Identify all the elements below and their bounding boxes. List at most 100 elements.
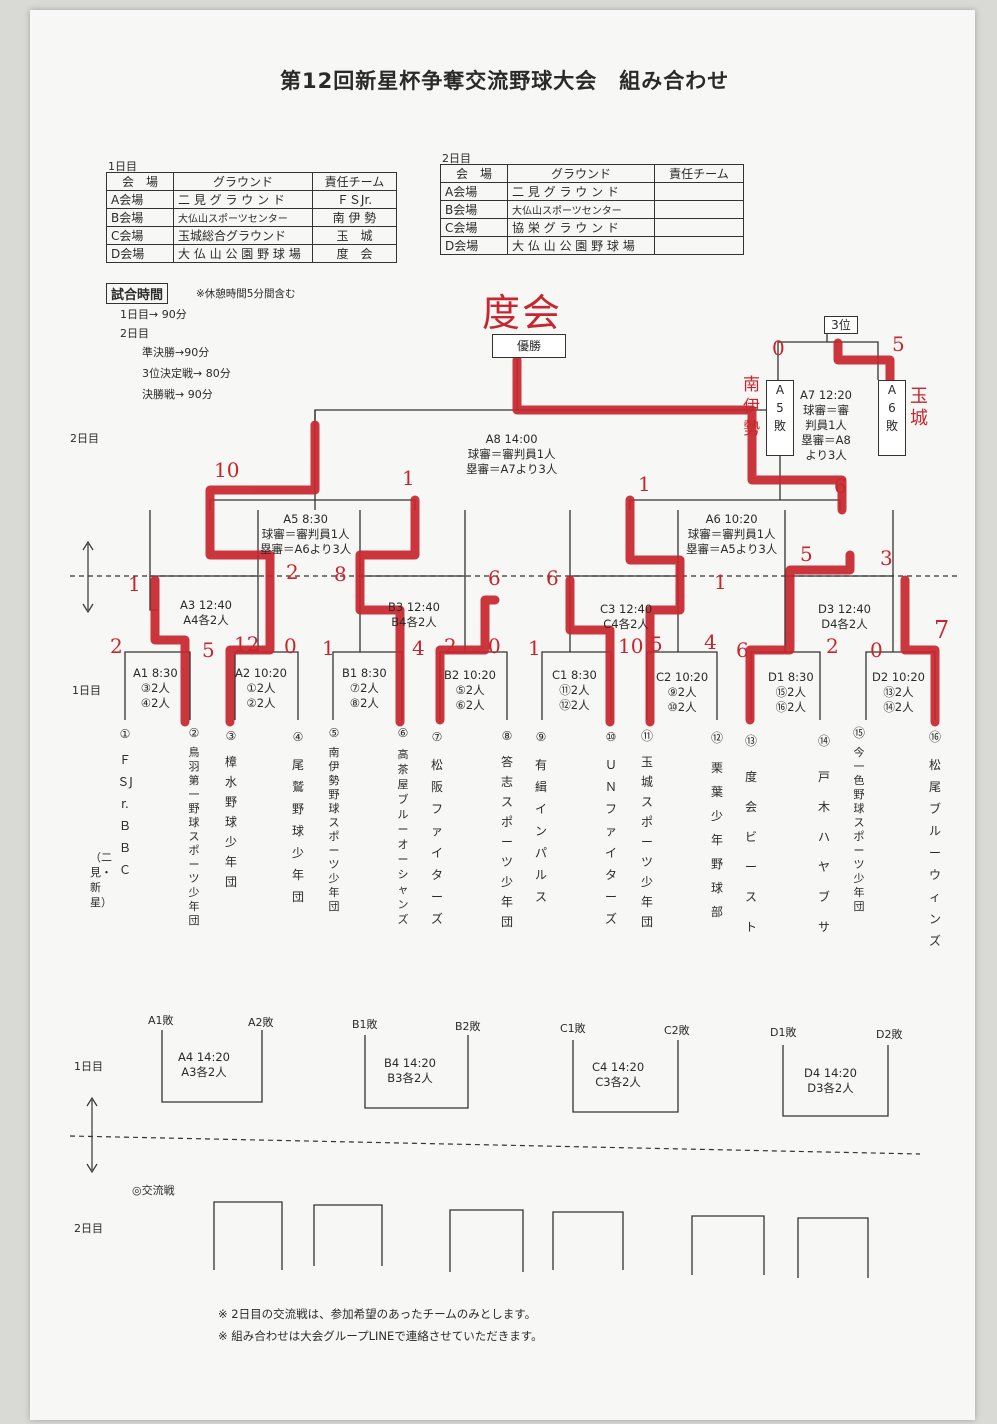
handwritten-score: 6: [834, 474, 847, 498]
handwritten-score: 6: [488, 566, 501, 590]
match-line: ①2人: [246, 681, 276, 695]
header-cell: 会 場: [440, 164, 508, 183]
handwritten-score: 1: [322, 636, 335, 660]
team-entry: ⑤ 南伊勢野球スポーツ少年団: [325, 726, 343, 914]
team-number: ⑧: [501, 729, 513, 743]
day-label: 1日目: [72, 684, 101, 697]
team-number: ⑮: [852, 726, 865, 740]
game-time-line: 1日目→ 90分: [120, 308, 187, 321]
match-line: A6 10:20: [705, 512, 758, 526]
team-entry: ⑪ 玉城スポーツ少年団: [638, 726, 656, 932]
header-cell: グラウンド: [507, 164, 655, 183]
handwritten-score: 4: [704, 630, 717, 654]
note-line: ※ 2日目の交流戦は、参加希望のあったチームのみとします。: [218, 1307, 537, 1321]
team-name: 尾鷲野球少年団: [291, 758, 304, 904]
team-entry: ③ 樟水野球少年団: [222, 726, 240, 892]
match-line: C1 8:30: [552, 668, 597, 682]
winner-marker-lines: [150, 338, 940, 727]
match-line: ④2人: [140, 696, 170, 710]
page-title: 第12回新星杯争奪交流野球大会 組み合わせ: [280, 69, 730, 93]
table-cell: A会場: [106, 190, 174, 209]
consolation-left-label: D1敗: [770, 1026, 797, 1039]
team-name: 答志スポーツ少年団: [500, 755, 513, 929]
handwritten-score: 0: [488, 634, 501, 658]
a7-right-slot: A 6 敗: [878, 380, 906, 456]
match-b1: B1 8:30 ⑦2人 ⑧2人: [342, 666, 387, 711]
team-number: ④: [292, 730, 304, 744]
match-line: D3 12:40: [818, 602, 871, 616]
handwritten-score: 7: [934, 616, 950, 644]
team-number: ⑫: [710, 731, 723, 745]
game-time-line: 準決勝→90分: [142, 346, 210, 359]
match-line: C3 12:40: [600, 602, 653, 616]
match-line: A3各2人: [181, 1065, 227, 1079]
team-entry: ⑮ 今一色野球スポーツ少年団: [850, 726, 868, 914]
team-number: ⑭: [817, 734, 830, 748]
handwritten-score: 3: [880, 546, 893, 570]
match-line: 塁審＝A5より3人: [686, 542, 778, 556]
team-number: ⑦: [431, 730, 443, 744]
table-cell: 二 見 グ ラ ウ ン ド: [173, 190, 313, 209]
handwritten-a7-left: 南伊勢: [743, 375, 760, 439]
consolation-right-label: A2敗: [248, 1016, 274, 1029]
consolation-left-label: C1敗: [560, 1022, 586, 1035]
team-entry: ⑥ 高茶屋ブルーオーシャンズ: [394, 726, 412, 927]
table-row: B会場 大仏山スポーツセンター: [440, 200, 744, 219]
handwritten-score: 5: [892, 332, 905, 356]
handwritten-score: 1: [638, 472, 651, 496]
team-entry: ⑬ 度会ビースト: [742, 726, 760, 942]
match-line: A4 14:20: [178, 1050, 230, 1064]
match-c1: C1 8:30 ⑪2人 ⑫2人: [552, 668, 597, 713]
day-label: 2日目: [74, 1222, 103, 1235]
handwritten-score: 10: [214, 458, 240, 482]
match-line: 球審＝審判員1人: [467, 447, 556, 461]
match-line: 塁審＝A7より3人: [466, 462, 558, 476]
team-number: ②: [188, 726, 200, 740]
note-line: ※ 組み合わせは大会グループLINEで連絡させていただきます。: [218, 1329, 543, 1343]
table-row: A会場 二 見 グ ラ ウ ン ド: [440, 182, 744, 201]
match-line: ⑩2人: [667, 700, 697, 714]
handwritten-score: 1: [402, 466, 415, 490]
handwritten-a7-right: 玉城: [910, 386, 928, 429]
handwritten-score: 8: [334, 562, 347, 586]
match-line: B4各2人: [391, 615, 437, 629]
table-row: D会場 大 仏 山 公 園 野 球 場: [440, 236, 744, 255]
match-a5: A5 8:30 球審＝審判員1人 塁審＝A6より3人: [260, 512, 351, 557]
team-name: 樟水野球少年団: [224, 755, 237, 889]
day2-venue-table: 会 場 グラウンド 責任チーム A会場 二 見 グ ラ ウ ン ド B会場 大仏…: [440, 164, 744, 255]
match-b3: B3 12:40 B4各2人: [388, 600, 440, 630]
match-line: C4 14:20: [592, 1060, 645, 1074]
handwritten-score: 6: [546, 566, 559, 590]
match-line: ⑦2人: [349, 681, 379, 695]
tournament-sheet: 第12回新星杯争奪交流野球大会 組み合わせ 1日目 会 場 グラウンド 責任チー…: [30, 10, 975, 1420]
handwritten-score: 5: [650, 632, 663, 656]
match-line: ⑧2人: [349, 696, 379, 710]
handwritten-score: 5: [800, 542, 813, 566]
match-line: ⑪2人: [559, 683, 590, 697]
day-label: 1日目: [74, 1060, 103, 1073]
table-cell: [654, 236, 744, 255]
match-line: A3 12:40: [180, 598, 232, 612]
match-line: ⑫2人: [559, 698, 590, 712]
team-entry: ⑯ 松尾ブルーウィンズ: [926, 726, 944, 952]
match-line: A7 12:20: [800, 388, 852, 402]
team-entry: ⑫ 栗葉少年野球部: [708, 726, 726, 924]
consolation-right-label: B2敗: [455, 1020, 481, 1033]
team-entry: ⑧ 答志スポーツ少年団: [498, 726, 516, 932]
game-time-line: 2日目: [120, 327, 149, 340]
team-name: 鳥羽第一野球スポーツ少年団: [188, 746, 200, 927]
day1-venue-table: 会 場 グラウンド 責任チーム A会場 二 見 グ ラ ウ ン ド ＦＳJr. …: [106, 172, 397, 263]
table-cell: 度 会: [312, 244, 397, 263]
match-d1: D1 8:30 ⑮2人 ⑯2人: [768, 670, 814, 715]
match-c2: C2 10:20 ⑨2人 ⑩2人: [656, 670, 708, 715]
team-name: 今一色野球スポーツ少年団: [853, 746, 865, 913]
team-entry: ⑨ 有緝インパルス: [532, 726, 550, 908]
handwritten-score: 5: [202, 638, 215, 662]
team-number: ③: [225, 729, 237, 743]
day1-venue-label: 1日目: [108, 160, 137, 173]
team-number: ⑬: [744, 734, 757, 748]
match-line: A8 14:00: [485, 432, 538, 446]
team-number: ⑩: [605, 730, 617, 744]
table-cell: 協 栄 グ ラ ウ ン ド: [507, 218, 655, 237]
match-line: A5 8:30: [283, 512, 328, 526]
